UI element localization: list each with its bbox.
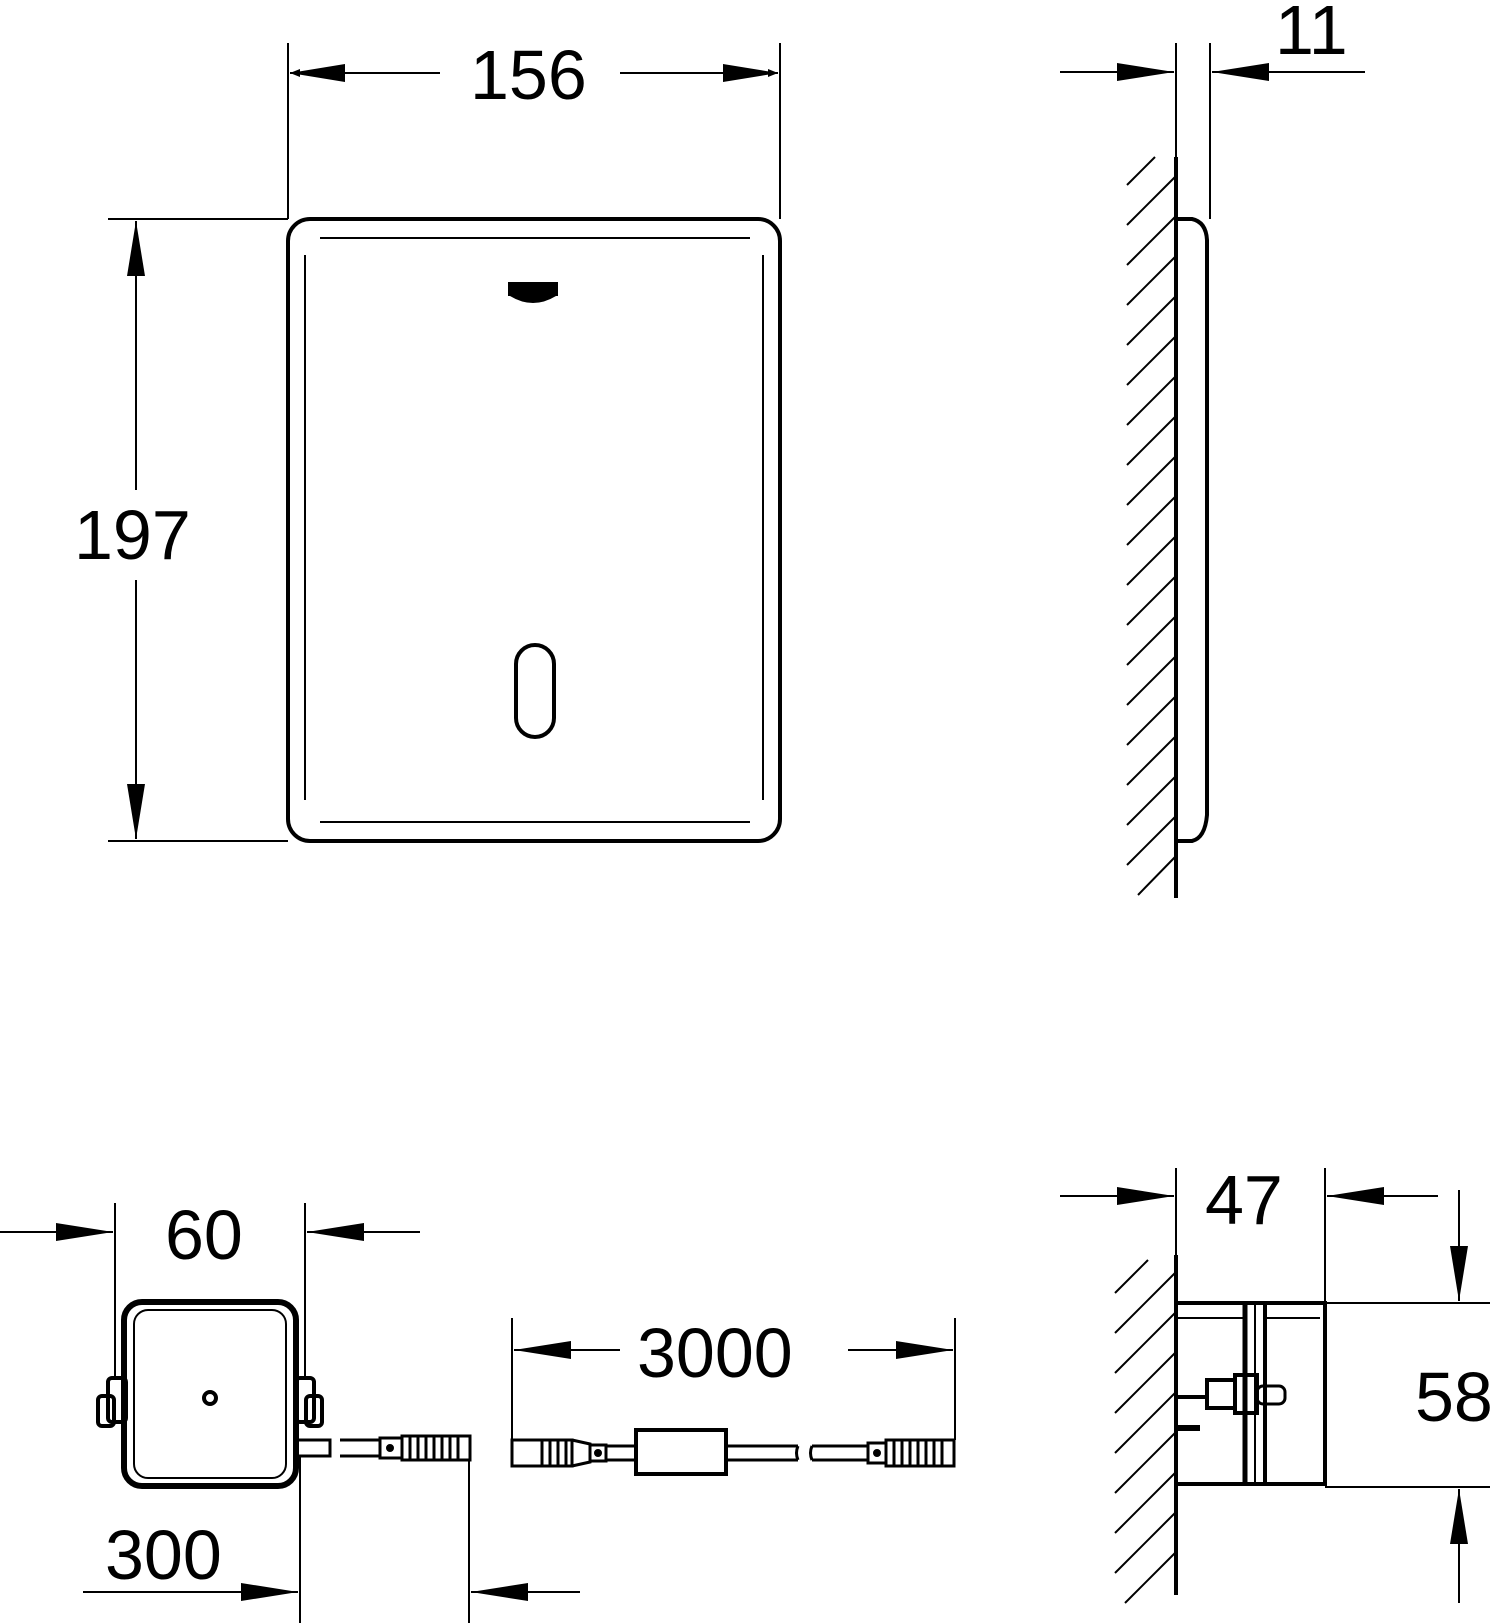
side-view (1060, 43, 1365, 898)
dimension-label-side-depth: 11 (1275, 0, 1348, 69)
dimension-label-cable-length: 3000 (637, 1314, 793, 1392)
brand-logo-icon (508, 282, 558, 303)
control-box-side (1060, 1168, 1490, 1604)
extension-cable (510, 1318, 956, 1476)
dimension-label-box-depth: 47 (1205, 1161, 1283, 1239)
ir-sensor-window-icon (514, 643, 556, 739)
indicator-led-icon (202, 1390, 218, 1406)
dimension-label-box-height: 58 (1415, 1358, 1493, 1436)
dimension-label-front-height: 197 (74, 496, 191, 574)
front-view (108, 43, 782, 843)
dimension-label-front-width: 156 (470, 36, 587, 114)
control-box-front (0, 1203, 580, 1623)
dimension-label-box-width: 60 (165, 1196, 243, 1274)
dimension-label-box-cable-length: 300 (105, 1516, 222, 1594)
